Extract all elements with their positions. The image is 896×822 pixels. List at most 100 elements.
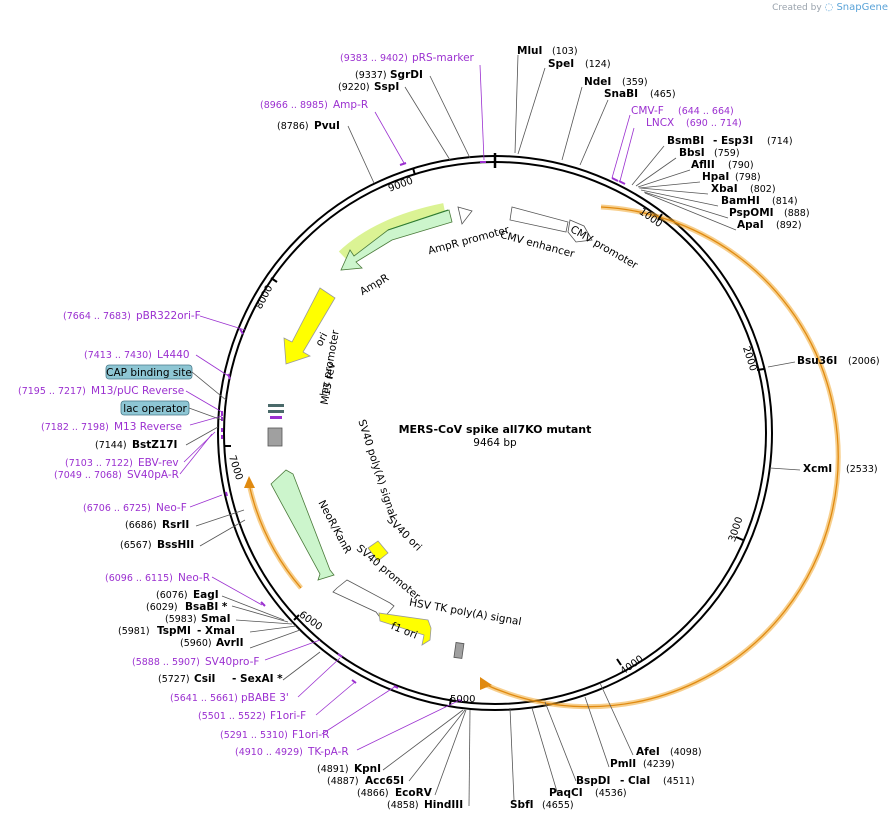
primer-label: SV40pA-R [127,469,179,481]
site-label-extra: - XmaI [197,625,235,637]
lac-op-leader [188,407,223,421]
snapgene-logo: ◌ SnapGene [824,2,888,13]
tick-label: 5000 [450,694,475,705]
site-label: BsmBI [667,135,704,147]
cap-leader [191,371,227,401]
primer-range: (6096 .. 6115) [105,573,173,584]
site-position: (759) [714,148,740,159]
feature-label: CMV promoter [568,223,640,272]
site-position: (4655) [542,800,574,811]
site-position: (4536) [595,788,627,799]
primer-label: Neo-R [178,572,210,584]
primer-range: (690 .. 714) [686,118,742,129]
site-position: (6076) [156,590,188,601]
neor-arrow [270,469,335,581]
primer-label: LNCX [646,117,674,129]
site-label: PvuI [314,120,340,132]
ampr-arrow [338,203,473,271]
site-label: SpeI [548,58,574,70]
primer-label: L4440 [157,349,190,361]
primer-range: (7103 .. 7122) [65,458,133,469]
site-label: Bsu36I [797,355,837,367]
site-label: MluI [517,45,542,57]
hsv-tk-polya-block [453,642,465,659]
orf-arc [480,204,841,710]
site-label: KpnI [354,763,381,775]
site-position: (790) [728,160,754,171]
site-label: BbsI [679,147,705,159]
ori-arrow [283,287,336,365]
primer-range: (7182 .. 7198) [41,422,109,433]
tick-label: 8000 [254,283,276,311]
site-position: (2533) [846,464,878,475]
plasmid-name: MERS-CoV spike all7KO mutant [399,423,592,436]
site-label: SmaI [201,613,231,625]
site-label: SbfI [510,799,534,811]
site-position: (814) [772,196,798,207]
site-position: (9220) [338,82,370,93]
tick-label: 2000 [740,345,758,373]
site-label: AvrII [216,637,244,649]
site-label: TspMI [157,625,191,637]
tick-label: 7000 [226,454,244,482]
site-label: Acc65I [365,775,404,787]
site-position: (103) [552,46,578,57]
site-position: (9337) [355,70,387,81]
lac-operator-box: lac operator [120,400,190,416]
site-position: (892) [776,220,802,231]
site-label: EcoRV [395,787,433,799]
site-label: ApaI [737,219,764,231]
feature-label: CMV enhancer [499,229,576,261]
site-leader-lines [185,54,801,807]
site-label: RsrII [162,519,189,531]
site-position: (8786) [277,121,309,132]
orf-arc-2 [244,476,303,590]
created-by-text: Created by [772,3,822,13]
site-label: HpaI [702,171,729,183]
site-label: SnaBI [604,88,638,100]
site-label: BsaBI * [185,601,228,613]
sv40-polya-block [267,427,283,447]
site-position: (888) [784,208,810,219]
primer-label: Amp-R [333,99,368,111]
primer-range: (7413 .. 7430) [84,350,152,361]
primer-marks [221,161,626,702]
primer-range: (6706 .. 6725) [83,503,151,514]
site-position: (5960) [180,638,212,649]
site-position: (7144) [95,440,127,451]
primer-range: (5888 .. 5907) [132,657,200,668]
site-label: AfeI [636,746,660,758]
lac-operator-label: lac operator [123,403,187,415]
site-position: (714) [767,136,793,147]
site-position: (6686) [125,520,157,531]
site-label: SgrDI [390,69,423,81]
site-label: PmlI [610,758,636,770]
plasmid-length: 9464 bp [473,437,517,449]
site-label: PspOMI [729,207,774,219]
site-label: CsiI [194,673,215,685]
primer-range: (9383 .. 9402) [340,53,408,64]
site-position: (4239) [643,759,675,770]
ruler-ticks [224,167,765,706]
site-position: (6567) [120,540,152,551]
site-position: (5983) [165,614,197,625]
primer-label: Neo-F [156,502,187,514]
feature-label: AmpR promoter [427,224,511,257]
site-position: (802) [750,184,776,195]
primer-label: pBABE 3' [241,692,289,704]
primer-range: (644 .. 664) [678,106,734,117]
site-label-extra: - Esp3I [713,135,753,147]
primer-range: (5641 .. 5661) [170,693,238,704]
site-label: BamHI [721,195,760,207]
site-label: XcmI [803,463,832,475]
primer-label: SV40pro-F [205,656,259,668]
site-position: (5981) [118,626,150,637]
site-position: (4866) [357,788,389,799]
site-position: (2006) [848,356,880,367]
cap-binding-site-box: CAP binding site [105,364,193,380]
site-label: BstZ17I [132,439,177,451]
primer-label: EBV-rev [138,457,179,469]
primer-range: (7195 .. 7217) [18,386,86,397]
tick-label: 9000 [387,176,415,195]
primer-range: (7664 .. 7683) [63,311,131,322]
